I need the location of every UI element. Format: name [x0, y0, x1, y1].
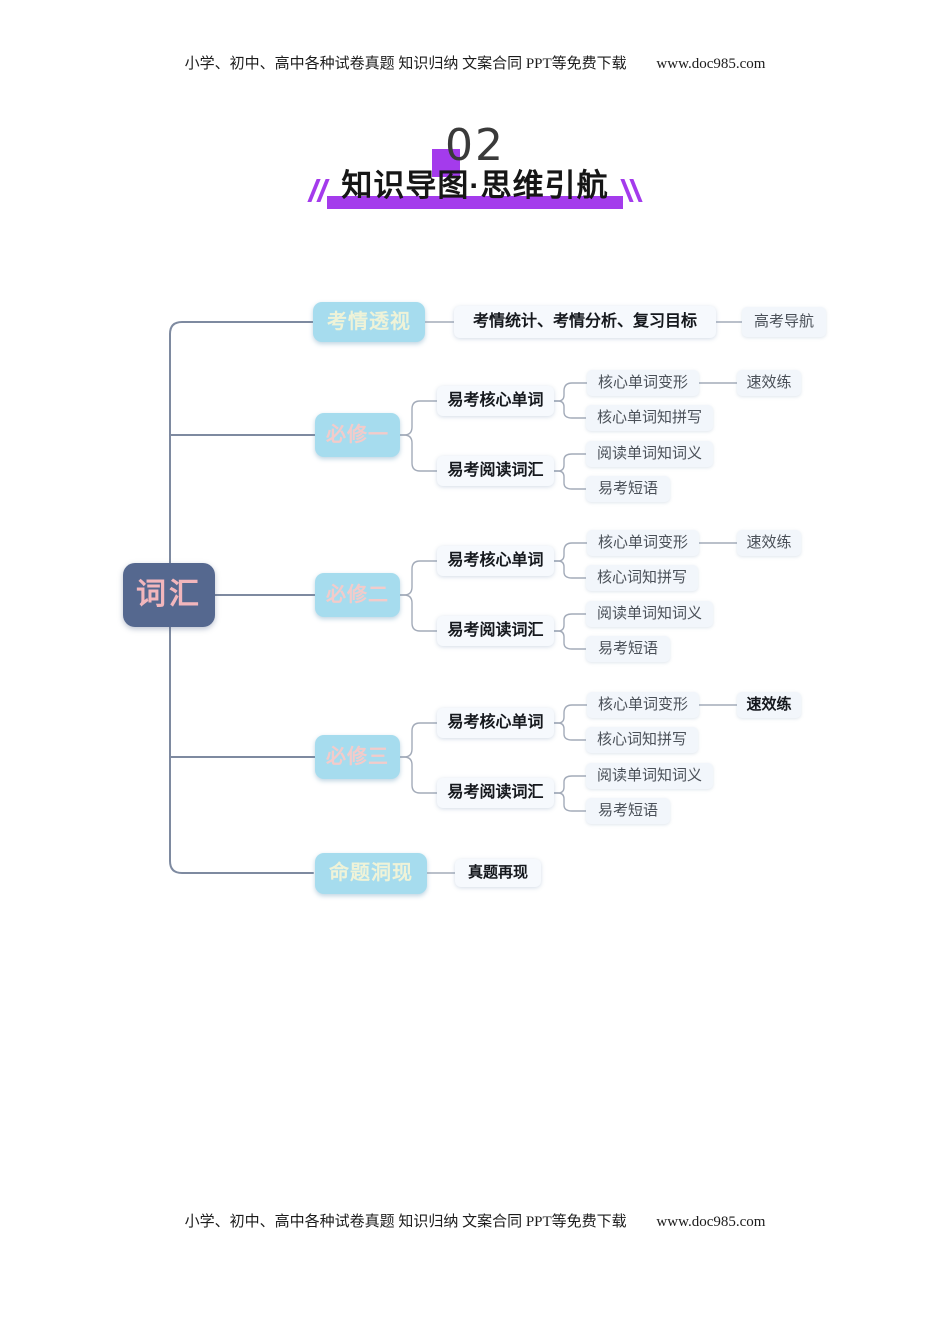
root-node-cihui: 词汇: [123, 563, 215, 627]
header-url-link[interactable]: www.doc985.com: [656, 56, 766, 72]
node-bx2-danci-bianxing: 核心单词变形: [587, 530, 699, 556]
node-zhenti-zaixian: 真题再现: [455, 859, 541, 887]
node-bx2-zhi-ciyi: 阅读单词知词义: [586, 601, 713, 627]
node-kaoqing-items: 考情统计、考情分析、复习目标: [454, 306, 716, 338]
node-bx2-hexin-danci: 易考核心单词: [437, 546, 554, 576]
node-bx2-zhi-pinxie: 核心词知拼写: [586, 565, 698, 591]
section-title-text: 知识导图·思维引航: [341, 168, 609, 203]
footer-text: 小学、初中、高中各种试卷真题 知识归纳 文案合同 PPT等免费下载: [184, 1214, 627, 1230]
page-footer: 小学、初中、高中各种试卷真题 知识归纳 文案合同 PPT等免费下载 www.do…: [0, 1210, 950, 1231]
node-bx1-yuedu-cihui: 易考阅读词汇: [437, 456, 554, 486]
branch-bixiu-2: 必修二: [315, 573, 400, 617]
node-bx3-danci-bianxing: 核心单词变形: [587, 692, 699, 718]
page-header: 小学、初中、高中各种试卷真题 知识归纳 文案合同 PPT等免费下载 www.do…: [0, 52, 950, 73]
header-text: 小学、初中、高中各种试卷真题 知识归纳 文案合同 PPT等免费下载: [184, 56, 627, 72]
footer-url-link[interactable]: www.doc985.com: [656, 1214, 766, 1230]
node-bx2-duanyu: 易考短语: [586, 636, 670, 662]
title-underline-bar: [327, 196, 623, 209]
branch-kaoqing-toushi: 考情透视: [313, 302, 425, 342]
node-bx2-suxiaolian: 速效练: [737, 530, 801, 556]
node-bx1-zhi-pinxie: 核心单词知拼写: [586, 405, 713, 431]
section-number-text: 02: [445, 120, 505, 171]
node-bx3-duanyu: 易考短语: [586, 798, 670, 824]
branch-mingti-dongxian: 命题洞现: [315, 853, 427, 894]
node-bx1-duanyu: 易考短语: [586, 476, 670, 502]
branch-bixiu-3: 必修三: [315, 735, 400, 779]
node-gaokao-daohang: 高考导航: [742, 307, 826, 337]
section-title: 知识导图·思维引航: [0, 166, 950, 209]
node-bx3-zhi-ciyi: 阅读单词知词义: [586, 763, 713, 789]
section-number: 02: [0, 120, 950, 177]
node-bx3-yuedu-cihui: 易考阅读词汇: [437, 778, 554, 808]
node-bx1-zhi-ciyi: 阅读单词知词义: [586, 441, 713, 467]
node-bx3-hexin-danci: 易考核心单词: [437, 708, 554, 738]
node-bx1-hexin-danci: 易考核心单词: [437, 386, 554, 416]
node-bx1-suxiaolian: 速效练: [737, 370, 801, 396]
node-bx3-zhi-pinxie: 核心词知拼写: [586, 727, 698, 753]
node-bx1-danci-bianxing: 核心单词变形: [587, 370, 699, 396]
node-bx3-suxiaolian: 速效练: [737, 692, 801, 718]
node-bx2-yuedu-cihui: 易考阅读词汇: [437, 616, 554, 646]
section-number-square: [432, 149, 460, 177]
branch-bixiu-1: 必修一: [315, 413, 400, 457]
